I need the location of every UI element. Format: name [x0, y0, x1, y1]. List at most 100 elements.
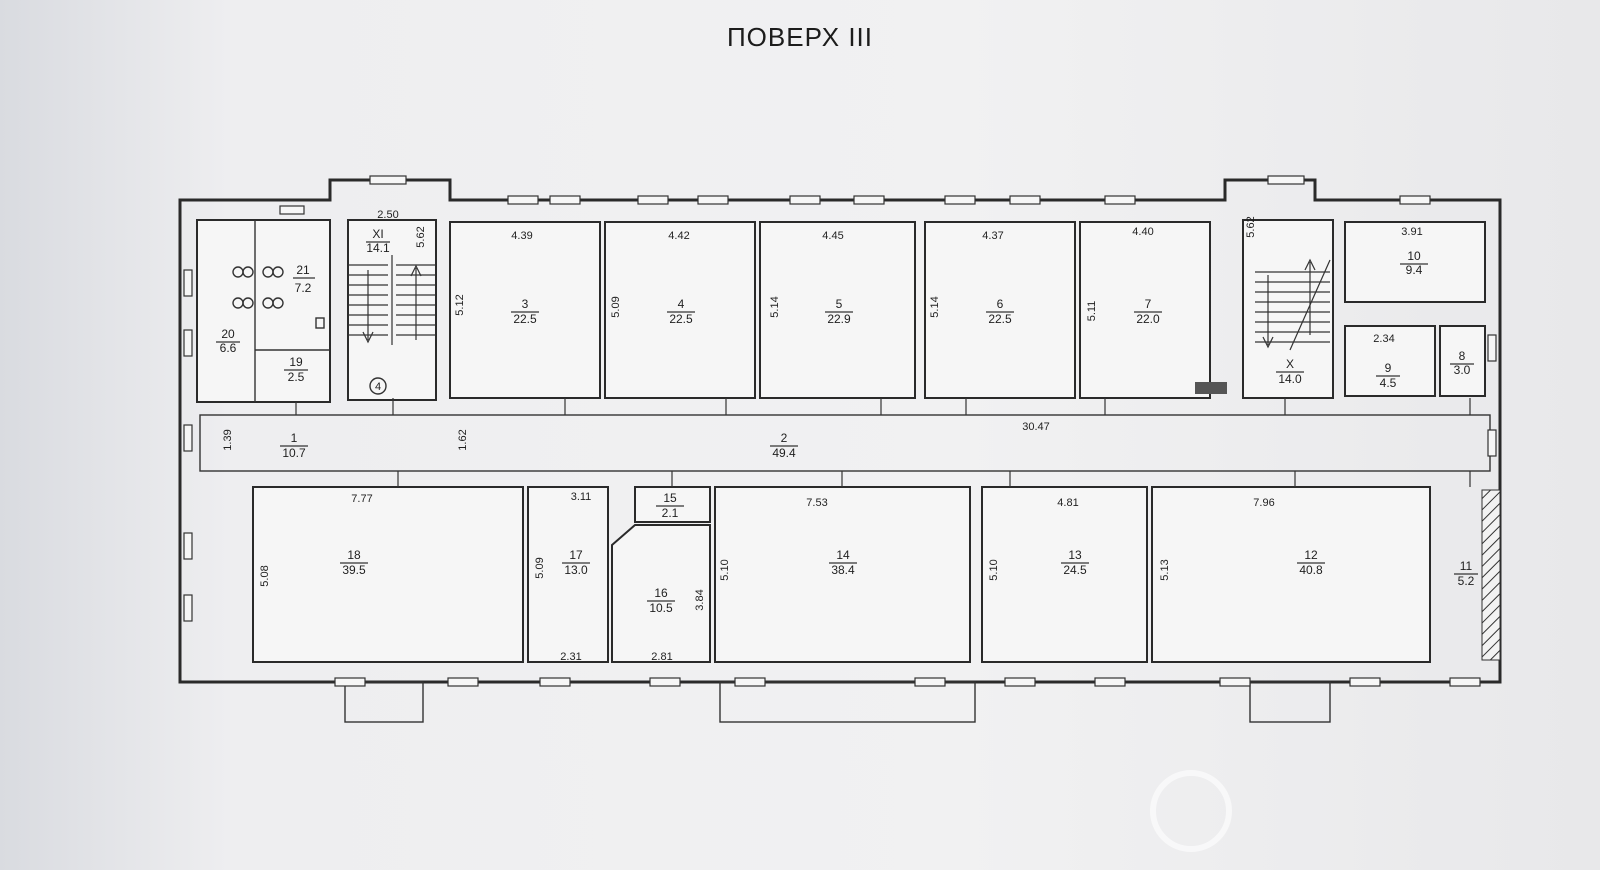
room-label: X14.0: [1276, 357, 1304, 386]
room-15-outline: [634, 486, 711, 523]
svg-text:22.5: 22.5: [988, 312, 1012, 326]
svg-text:5.09: 5.09: [534, 557, 546, 578]
stair-x-outline: [1242, 219, 1334, 399]
svg-text:14: 14: [836, 548, 850, 562]
svg-text:19: 19: [289, 355, 303, 369]
svg-text:5.13: 5.13: [1159, 559, 1171, 580]
svg-text:5.09: 5.09: [610, 296, 622, 317]
svg-text:22.9: 22.9: [827, 312, 851, 326]
svg-text:5.10: 5.10: [988, 559, 1000, 580]
room-5-outline: [759, 221, 916, 399]
svg-text:40.8: 40.8: [1299, 563, 1323, 577]
svg-text:10: 10: [1407, 249, 1421, 263]
room-label: 192.5: [284, 355, 308, 384]
svg-text:5: 5: [836, 297, 843, 311]
svg-text:16: 16: [654, 586, 668, 600]
svg-text:2.50: 2.50: [377, 209, 398, 221]
entrance-center: [719, 681, 976, 723]
svg-text:22.5: 22.5: [669, 312, 693, 326]
svg-text:4.45: 4.45: [822, 230, 843, 242]
room-18-outline: [252, 486, 524, 663]
watermark-circle: [1150, 770, 1232, 852]
room-label: 522.9: [825, 297, 853, 326]
svg-text:5.12: 5.12: [454, 294, 466, 315]
svg-text:3: 3: [522, 297, 529, 311]
svg-text:5.10: 5.10: [719, 559, 731, 580]
svg-text:3.11: 3.11: [571, 491, 592, 503]
svg-text:6: 6: [997, 297, 1004, 311]
svg-text:15: 15: [663, 491, 677, 505]
dimension-labels: 2.50 5.62 4.39 5.12 4.42 5.09 4.45 5.14 …: [222, 209, 1423, 663]
axis-marker: [369, 377, 387, 395]
svg-text:10.7: 10.7: [282, 446, 306, 460]
svg-text:4.42: 4.42: [668, 230, 689, 242]
svg-text:5.14: 5.14: [769, 296, 781, 317]
svg-text:7.2: 7.2: [295, 281, 312, 295]
room-13-outline: [981, 486, 1148, 663]
svg-text:5.2: 5.2: [1458, 574, 1475, 588]
svg-text:3.84: 3.84: [694, 589, 706, 610]
room-label: 249.4: [770, 431, 798, 460]
svg-text:4.5: 4.5: [1380, 376, 1397, 390]
svg-text:39.5: 39.5: [342, 563, 366, 577]
svg-text:1.62: 1.62: [457, 429, 469, 450]
axis-marker-label: 4: [375, 381, 381, 393]
svg-text:2.5: 2.5: [288, 370, 305, 384]
svg-text:4.37: 4.37: [982, 230, 1003, 242]
room-label: 322.5: [511, 297, 539, 326]
room-label: 94.5: [1376, 361, 1400, 390]
svg-text:7: 7: [1145, 297, 1152, 311]
room-14-outline: [714, 486, 971, 663]
stair-x-steps: [1255, 258, 1331, 351]
entrance-west: [344, 681, 424, 723]
room-label: 217.2: [293, 263, 315, 295]
wc-block: [196, 219, 331, 403]
room-16-outline: [611, 524, 711, 663]
door-marks: [295, 398, 1471, 487]
svg-text:2.1: 2.1: [662, 506, 679, 520]
room-label: 206.6: [216, 327, 240, 355]
svg-text:6.6: 6.6: [220, 341, 237, 355]
svg-text:1: 1: [291, 431, 298, 445]
svg-text:7.96: 7.96: [1253, 497, 1274, 509]
svg-text:3.91: 3.91: [1401, 226, 1422, 238]
svg-text:22.0: 22.0: [1136, 312, 1160, 326]
svg-text:21: 21: [296, 263, 310, 277]
svg-text:11: 11: [1460, 559, 1473, 573]
svg-text:5.11: 5.11: [1086, 301, 1098, 322]
svg-text:18: 18: [347, 548, 361, 562]
svg-text:10.5: 10.5: [649, 601, 673, 615]
svg-text:2: 2: [781, 431, 788, 445]
svg-text:13: 13: [1068, 548, 1082, 562]
svg-text:5.62: 5.62: [1245, 216, 1257, 237]
svg-text:7.53: 7.53: [806, 497, 827, 509]
radiator-block: [1195, 382, 1227, 394]
svg-text:14.0: 14.0: [1278, 372, 1302, 386]
room-8-outline: [1439, 325, 1486, 397]
svg-text:1.39: 1.39: [222, 429, 234, 450]
room-9-outline: [1344, 325, 1436, 397]
room-label: 110.7: [280, 431, 308, 460]
room-3-outline: [449, 221, 601, 399]
svg-text:4: 4: [678, 297, 685, 311]
svg-text:12: 12: [1304, 548, 1318, 562]
svg-text:5.08: 5.08: [259, 565, 271, 586]
room-10-outline: [1344, 221, 1486, 303]
svg-text:14.1: 14.1: [366, 241, 390, 255]
stair-xi-steps: [348, 255, 436, 345]
svg-text:30.47: 30.47: [1022, 421, 1050, 433]
svg-text:2.31: 2.31: [560, 651, 581, 663]
room-17-outline: [527, 486, 609, 663]
room-11-column: [1481, 489, 1501, 661]
svg-text:XI: XI: [372, 227, 383, 241]
svg-text:7.77: 7.77: [351, 493, 372, 505]
